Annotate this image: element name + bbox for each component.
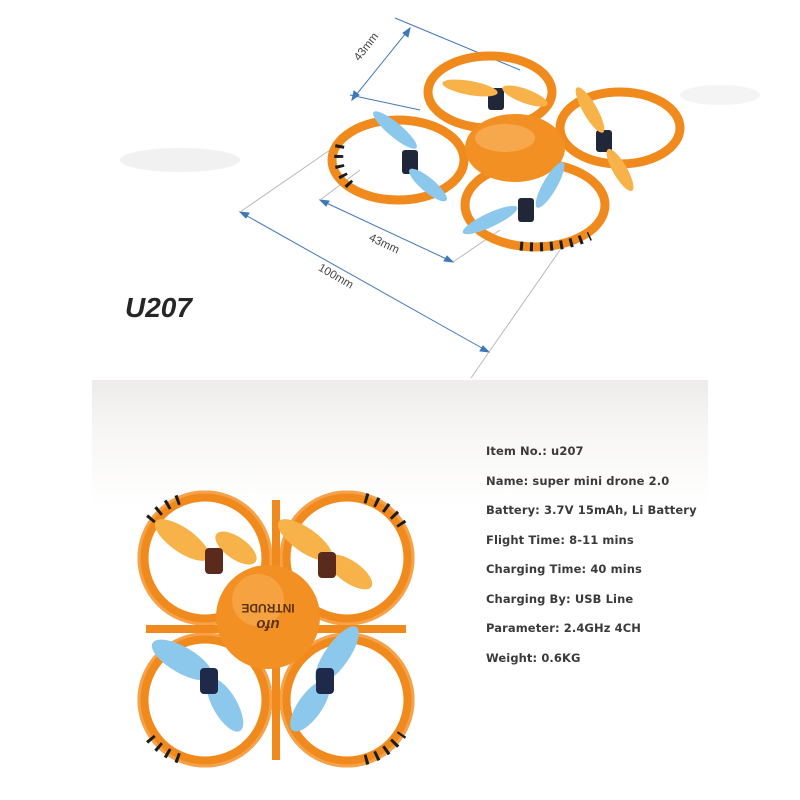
shadow-smudge [680, 85, 760, 105]
dimension-lines [238, 17, 521, 353]
spec-name: Name: super mini drone 2.0 [486, 473, 670, 488]
spec-charging-by: Charging By: USB Line [486, 591, 634, 606]
body-highlight [475, 124, 535, 152]
spec-weight: Weight: 0.6KG [486, 650, 581, 665]
motor-rear-right [575, 87, 634, 192]
frame-stripes [334, 144, 592, 252]
spec-flight-time: Flight Time: 8-11 mins [486, 532, 634, 547]
motor-front-left [373, 111, 447, 202]
extension-lines [239, 149, 561, 379]
spec-battery: Battery: 3.7V 15mAh, Li Battery [486, 503, 697, 517]
motor-front-right [462, 162, 565, 235]
spec-charging-time: Charging Time: 40 mins [486, 562, 642, 576]
spec-item-number: Item No.: u207 [486, 444, 584, 458]
drone-perspective-illustration [120, 17, 760, 379]
spec-parameter: Parameter: 2.4GHz 4CH [486, 621, 641, 635]
shadow-smudge [120, 148, 240, 172]
spec-list: Item No.: u207 Name: super mini drone 2.… [486, 444, 697, 680]
model-label: U207 [125, 292, 192, 323]
top-product-panel [0, 0, 800, 380]
motor-rear-left [442, 79, 548, 110]
